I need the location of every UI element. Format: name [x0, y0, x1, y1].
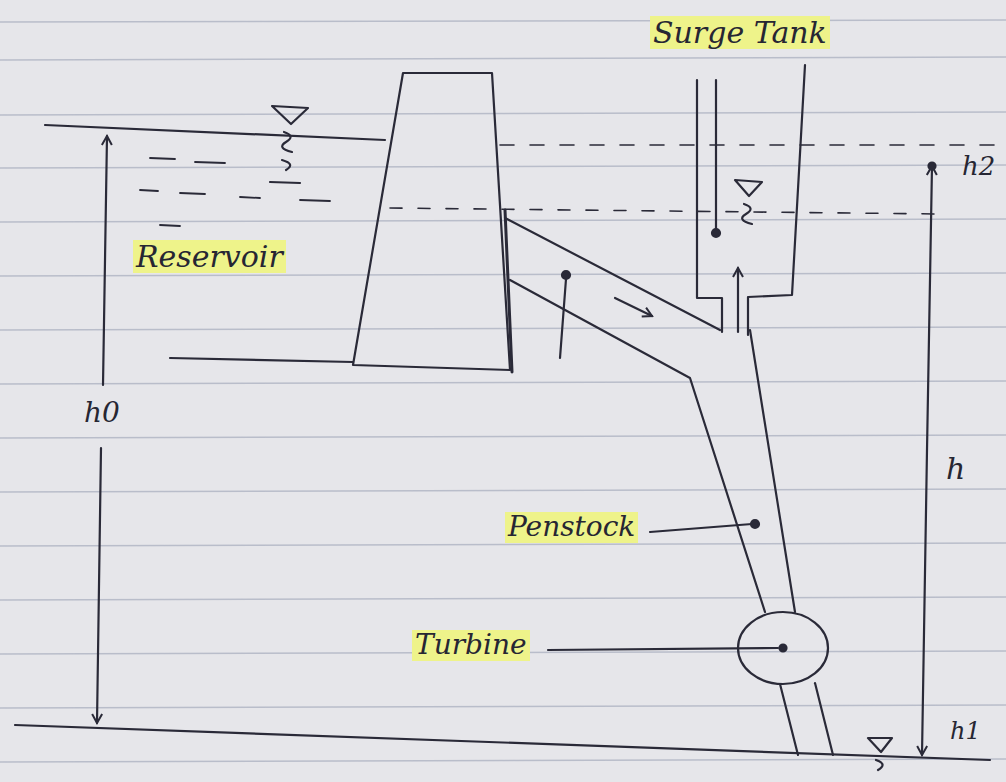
- leader-line: [560, 279, 566, 358]
- water-marker: [270, 106, 308, 183]
- dam-face: [505, 210, 512, 372]
- penstock-wall: [505, 218, 720, 330]
- flow-arrow: [615, 298, 652, 316]
- part-label: Reservoir: [133, 240, 286, 273]
- leader-line: [650, 524, 752, 532]
- penstock-wall: [750, 330, 795, 612]
- ground-line: [15, 725, 990, 760]
- water-marker: [735, 180, 762, 224]
- dimension-arrow: [922, 450, 927, 755]
- part-label: Surge Tank: [650, 16, 830, 49]
- level-line: [390, 208, 940, 214]
- part-label: Penstock: [505, 512, 638, 543]
- dimension-label: h0: [84, 398, 120, 429]
- dot: [712, 229, 720, 237]
- level-line: [500, 144, 1000, 146]
- draft-tube: [780, 684, 798, 755]
- dam: [353, 73, 510, 370]
- penstock-wall: [510, 280, 765, 612]
- water-marker: [868, 738, 892, 770]
- reservoir-bed: [170, 358, 353, 362]
- draft-tube: [815, 683, 833, 755]
- dimension-label: h2: [962, 152, 995, 181]
- dimension-arrow: [103, 136, 107, 385]
- dimension-arrow: [97, 448, 101, 723]
- dimension-arrow: [927, 166, 932, 450]
- flow-arrow: [737, 268, 739, 332]
- dimension-label: h1: [950, 718, 981, 744]
- water-dashes: [140, 158, 330, 226]
- leader-line: [548, 648, 778, 650]
- water-surface: [45, 125, 385, 140]
- dot: [751, 520, 759, 528]
- dot: [929, 163, 936, 170]
- paper-rules: [0, 20, 1006, 762]
- tank-rod: [715, 80, 717, 233]
- part-label: Turbine: [412, 630, 530, 661]
- surge-tank: [697, 65, 805, 335]
- dot: [562, 271, 570, 279]
- dimension-label: h: [946, 452, 965, 485]
- dot: [780, 645, 787, 652]
